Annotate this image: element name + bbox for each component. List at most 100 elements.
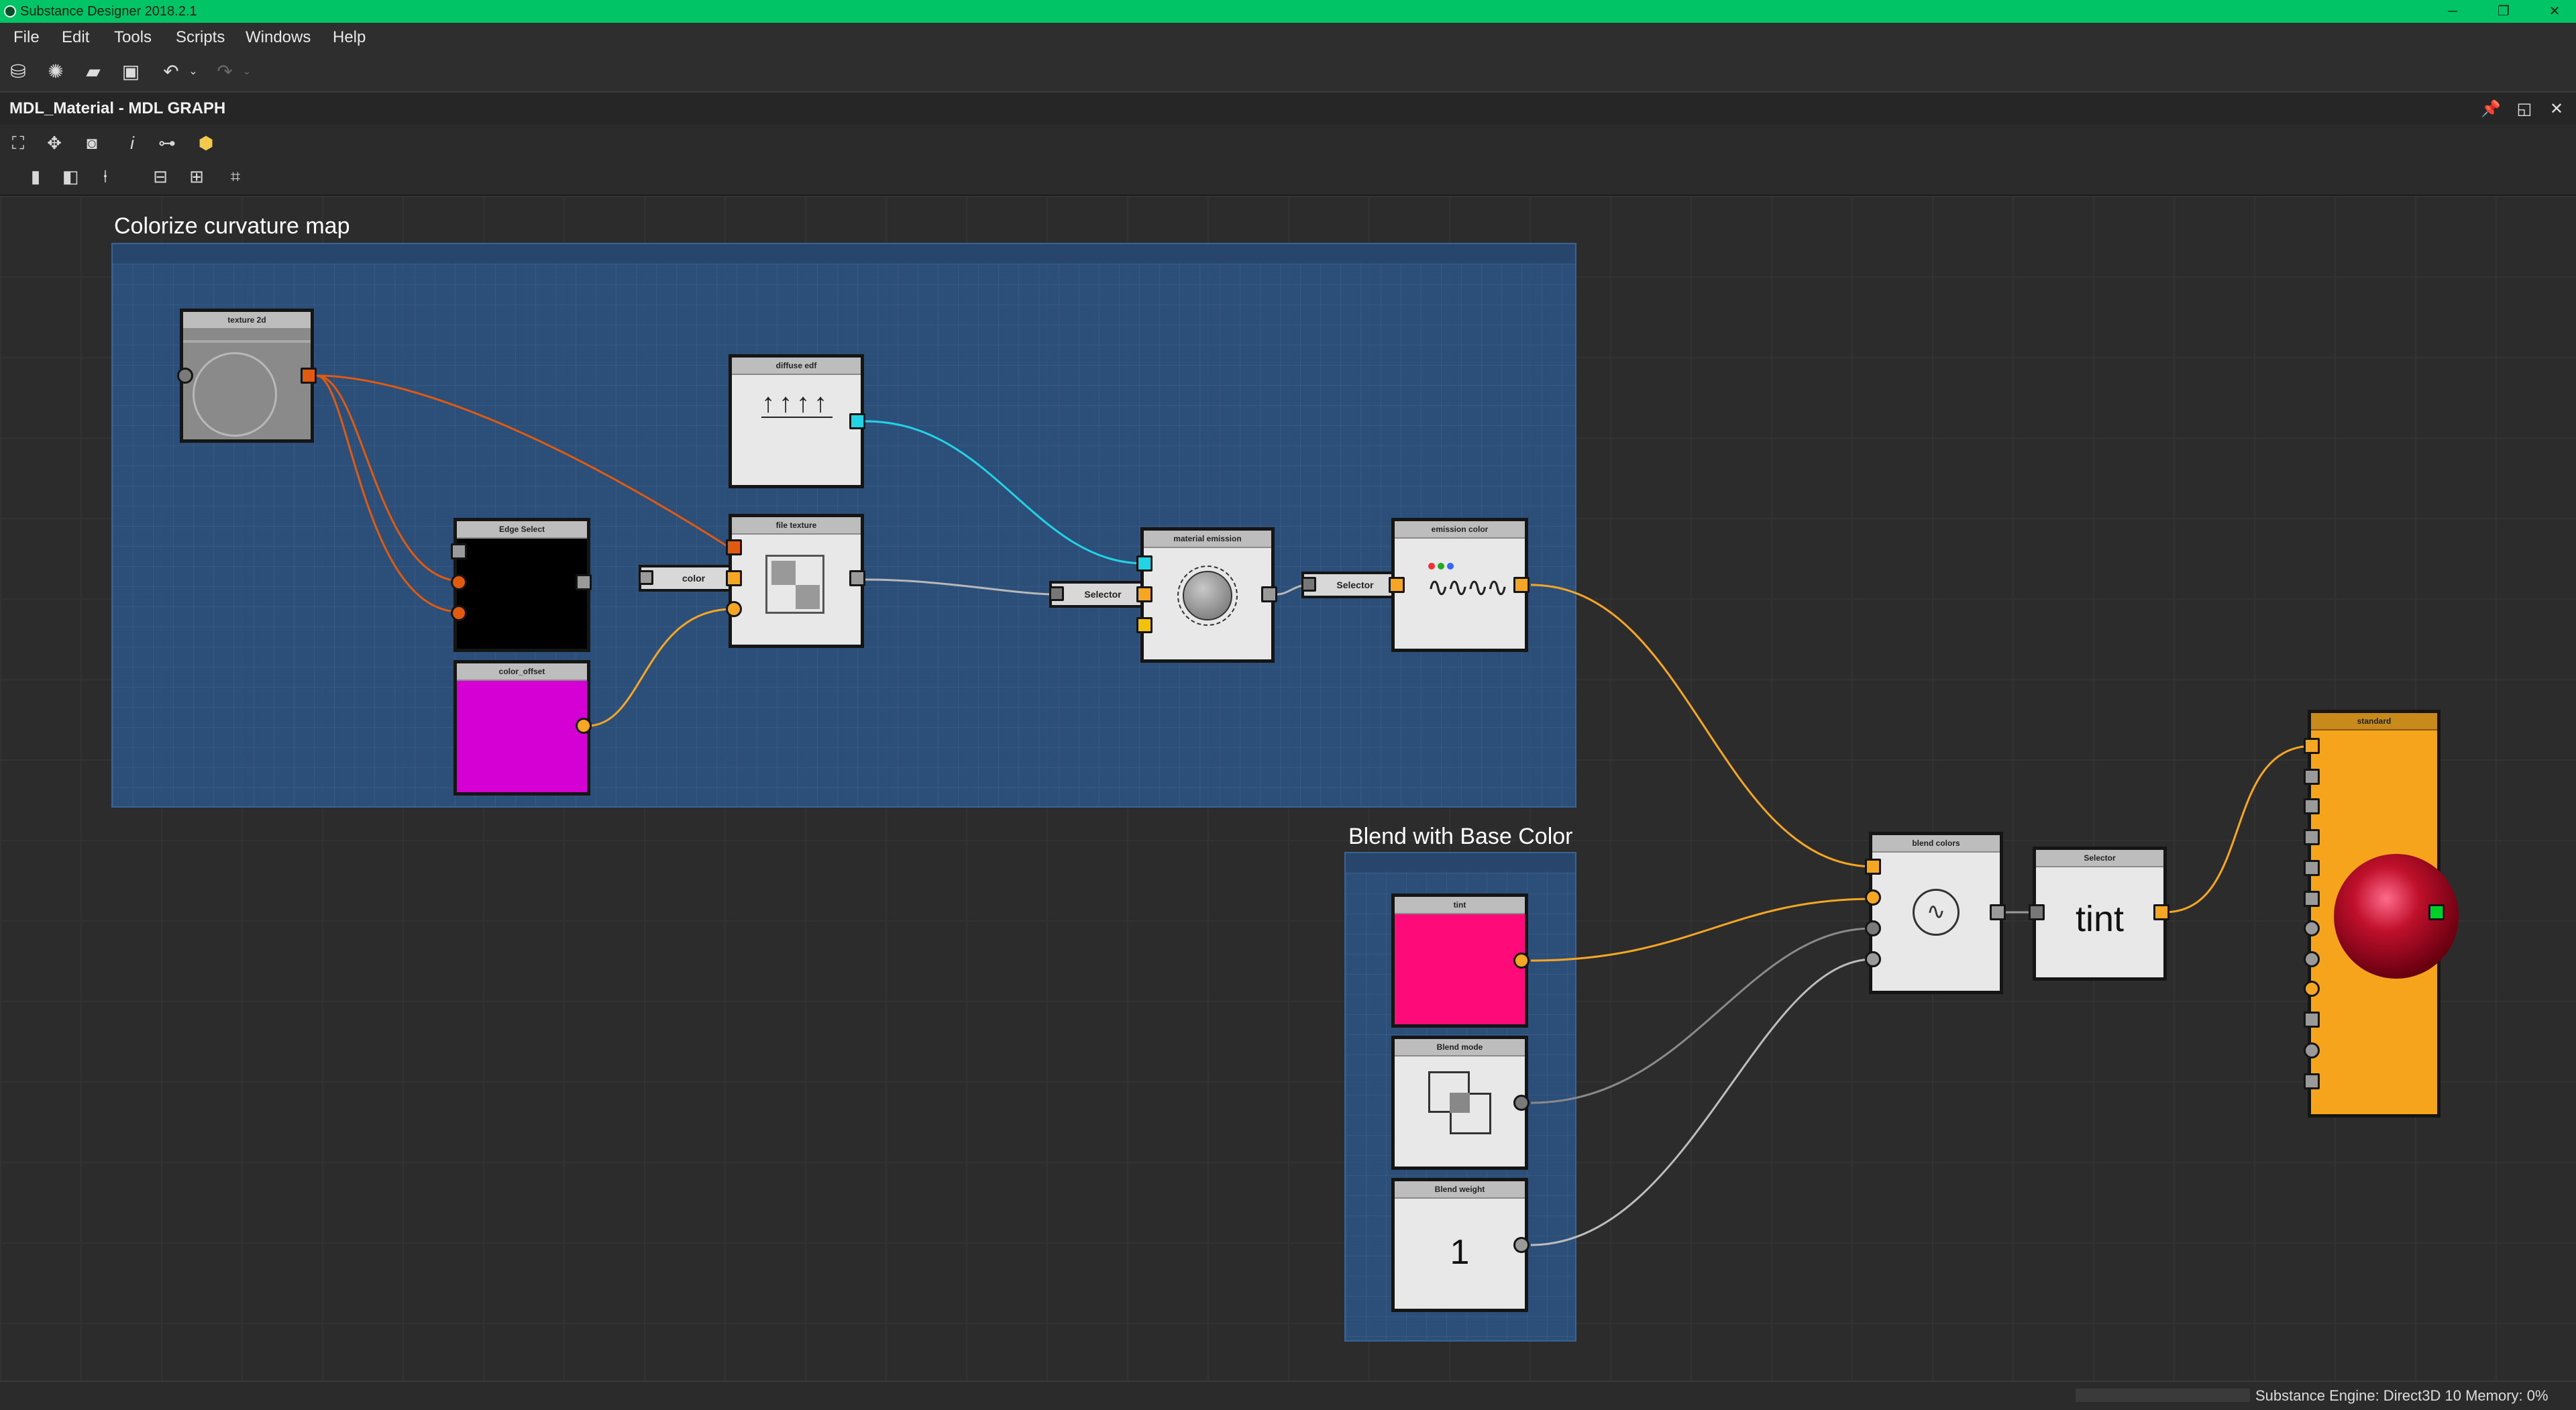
node-diffuse-edf-title: diffuse edf <box>732 358 861 375</box>
edge-select-input-3[interactable] <box>451 605 467 621</box>
comment-icon[interactable]: ▮ <box>30 166 41 186</box>
node-tint[interactable]: tint <box>1391 893 1528 1028</box>
selector-tint-input-port[interactable] <box>2029 904 2045 920</box>
hierarchy-icon[interactable]: ⊶ <box>158 133 176 153</box>
selector-1-input-port[interactable] <box>1049 586 1064 601</box>
file-texture-input-3[interactable] <box>726 601 742 617</box>
standard-input-12[interactable] <box>2304 1073 2320 1089</box>
standard-input-6[interactable] <box>2304 891 2320 907</box>
emission-color-preview: ∿∿∿∿ <box>1395 539 1525 649</box>
blend-colors-input-4[interactable] <box>1865 951 1881 967</box>
blend-colors-output-port[interactable] <box>1990 904 2006 920</box>
tint-output-port[interactable] <box>1513 953 1529 969</box>
blend-colors-input-3[interactable] <box>1865 920 1881 936</box>
standard-input-3[interactable] <box>2304 798 2320 814</box>
standard-input-4[interactable] <box>2304 829 2320 845</box>
menu-edit[interactable]: Edit <box>62 28 90 46</box>
standard-input-7[interactable] <box>2304 920 2320 936</box>
edge-select-input-2[interactable] <box>451 574 467 590</box>
blend-colors-input-1[interactable] <box>1865 859 1881 875</box>
node-blend-mode[interactable]: Blend mode <box>1391 1036 1528 1170</box>
node-diffuse-edf[interactable]: diffuse edf ↑↑↑↑ <box>729 354 864 488</box>
node-material-emission[interactable]: material emission <box>1140 527 1275 663</box>
node-edge-select[interactable]: Edge Select <box>453 518 590 652</box>
edge-select-output-port[interactable] <box>576 574 592 590</box>
material-emission-output-port[interactable] <box>1261 586 1277 602</box>
overlap-squares-icon <box>1428 1071 1470 1113</box>
frame-icon[interactable]: ◧ <box>62 166 79 186</box>
selector-pill-1[interactable]: Selector <box>1049 581 1143 608</box>
standard-input-10[interactable] <box>2304 1012 2320 1028</box>
sine-circle-icon: ∿ <box>1913 889 1960 936</box>
standard-input-9[interactable] <box>2304 981 2320 997</box>
menu-windows[interactable]: Windows <box>246 28 311 46</box>
pin-icon[interactable]: 📌 <box>2481 100 2501 118</box>
restore-icon[interactable]: ❐ <box>2498 4 2510 19</box>
standard-input-2[interactable] <box>2304 769 2320 785</box>
selector-tint-output-port[interactable] <box>2153 904 2169 920</box>
blend-weight-output-port[interactable] <box>1513 1237 1529 1253</box>
pan-icon[interactable]: ✥ <box>47 133 62 153</box>
new-substance-icon[interactable]: ✺ <box>48 61 64 82</box>
selector-2-input-port[interactable] <box>1301 577 1316 592</box>
frame-all-icon[interactable]: ⛶ <box>11 133 25 153</box>
close-panel-icon[interactable]: ✕ <box>2549 100 2564 118</box>
close-window-icon[interactable]: ✕ <box>2548 4 2561 19</box>
material-emission-input-2[interactable] <box>1136 586 1152 602</box>
node-texture-2d[interactable]: texture 2d <box>180 309 314 443</box>
emission-color-output-port[interactable] <box>1513 577 1529 593</box>
node-color-offset[interactable]: color_offset <box>453 660 590 796</box>
blend-mode-output-port[interactable] <box>1513 1095 1529 1111</box>
camera-icon[interactable]: ◙ <box>87 133 97 153</box>
color-pill[interactable]: color <box>639 565 731 592</box>
standard-input-11[interactable] <box>2304 1042 2320 1059</box>
selector-pill-2[interactable]: Selector <box>1301 572 1395 598</box>
undo-dropdown-icon[interactable]: ⌄ <box>189 66 198 77</box>
maximize-panel-icon[interactable]: ◱ <box>2516 100 2532 118</box>
color-pill-input-port[interactable] <box>639 570 653 585</box>
emission-color-input-port[interactable] <box>1389 577 1405 593</box>
info-icon[interactable]: i <box>130 133 134 153</box>
save-icon[interactable]: ▣ <box>121 61 140 82</box>
new-package-icon[interactable]: ⛁ <box>10 61 26 82</box>
python-icon[interactable]: ⬢ <box>198 133 214 153</box>
open-folder-icon[interactable]: ▰ <box>86 61 101 82</box>
diffuse-edf-output-port[interactable] <box>849 413 865 429</box>
blend-colors-input-2[interactable] <box>1865 889 1881 906</box>
standard-output-port[interactable] <box>2428 904 2445 920</box>
standard-input-1[interactable] <box>2304 738 2320 754</box>
align-vertical-icon[interactable]: ⊞ <box>189 166 204 186</box>
redo-dropdown-icon[interactable]: ⌄ <box>242 66 252 77</box>
material-emission-input-3[interactable] <box>1136 617 1152 633</box>
minimize-icon[interactable]: ─ <box>2447 4 2458 19</box>
file-texture-input-2[interactable] <box>726 570 742 586</box>
undo-icon[interactable]: ↶ <box>163 61 179 82</box>
file-texture-input-1[interactable] <box>726 539 742 555</box>
standard-input-5[interactable] <box>2304 860 2320 876</box>
node-file-texture[interactable]: file texture <box>729 514 864 648</box>
node-emission-color[interactable]: emission color ∿∿∿∿ <box>1391 518 1528 652</box>
texture-2d-input-port[interactable] <box>177 368 193 384</box>
emission-sphere-icon <box>1183 571 1232 620</box>
menu-help[interactable]: Help <box>333 28 366 46</box>
material-emission-input-1[interactable] <box>1136 555 1152 572</box>
node-blend-colors[interactable]: blend colors ∿ <box>1869 832 2003 994</box>
node-standard[interactable]: standard <box>2308 710 2459 1118</box>
texture-2d-output-port[interactable] <box>301 368 317 384</box>
align-horizontal-icon[interactable]: ⊟ <box>153 166 168 186</box>
file-texture-output-port[interactable] <box>849 570 865 586</box>
node-selector-tint[interactable]: Selector tint <box>2033 847 2167 981</box>
menu-file[interactable]: File <box>13 28 40 46</box>
menu-scripts[interactable]: Scripts <box>176 28 225 46</box>
pin-node-icon[interactable]: ⍿ <box>103 166 108 186</box>
color-offset-output-port[interactable] <box>576 718 592 734</box>
snap-icon[interactable]: ⌗ <box>230 166 241 186</box>
standard-input-8[interactable] <box>2304 951 2320 967</box>
edge-select-input-1[interactable] <box>451 543 467 559</box>
node-blend-weight[interactable]: Blend weight 1 <box>1391 1178 1528 1312</box>
file-texture-preview <box>732 535 861 645</box>
node-blend-mode-title: Blend mode <box>1395 1039 1525 1056</box>
menu-tools[interactable]: Tools <box>114 28 152 46</box>
node-texture-2d-title: texture 2d <box>183 312 311 329</box>
redo-icon[interactable]: ↷ <box>217 61 233 82</box>
